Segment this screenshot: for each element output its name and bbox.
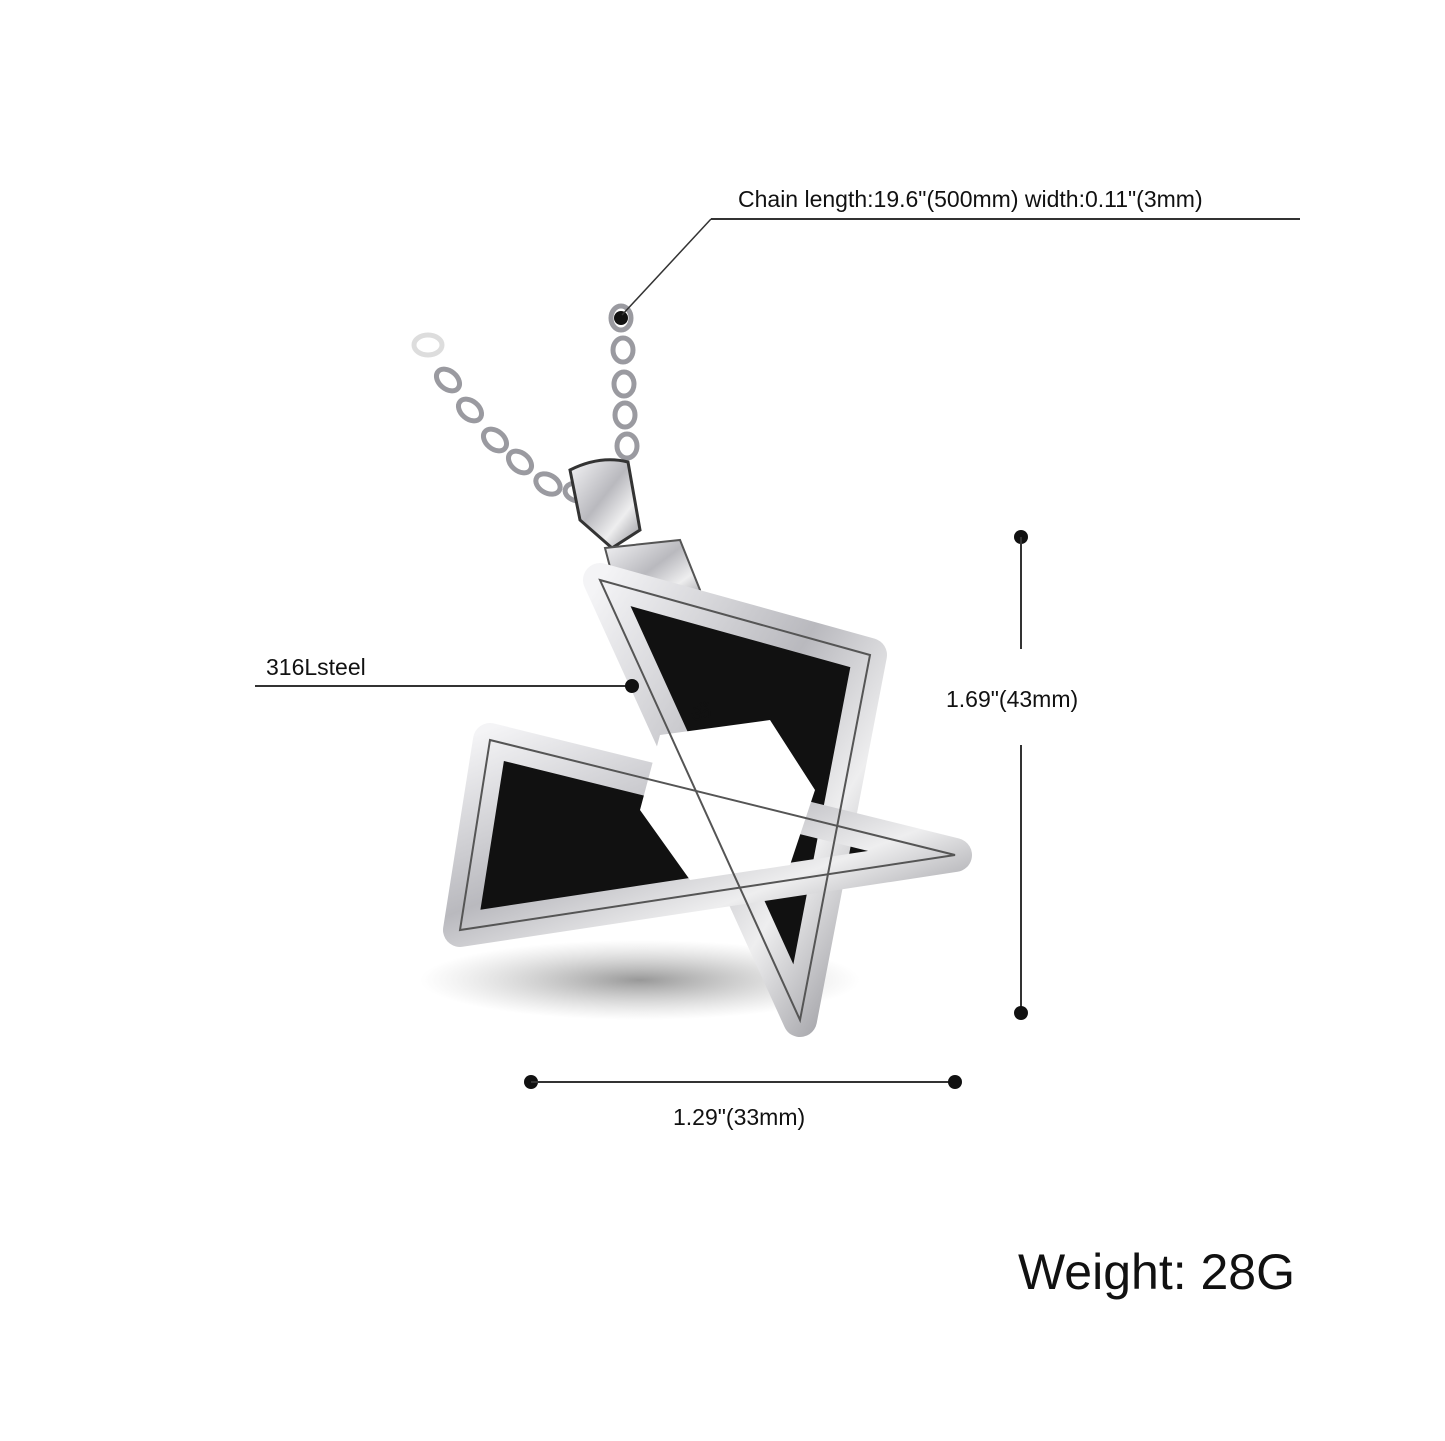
material-callout-line xyxy=(255,685,630,687)
star-pendant-icon: ॐ xyxy=(443,563,972,1037)
height-line-bottom xyxy=(1020,745,1022,1013)
svg-text:ॐ: ॐ xyxy=(690,700,712,728)
material-callout-dot xyxy=(625,679,639,693)
chain-callout-dot xyxy=(614,311,628,325)
height-label: 1.69"(43mm) xyxy=(946,686,1079,712)
width-line xyxy=(531,1081,955,1083)
width-right-dot xyxy=(948,1075,962,1089)
material-label: 316Lsteel xyxy=(266,654,366,680)
pendant-shadow xyxy=(420,940,860,1020)
height-bottom-dot xyxy=(1014,1006,1028,1020)
weight-label: Weight: 28G xyxy=(1018,1244,1296,1300)
height-line-top xyxy=(1020,537,1022,649)
width-label: 1.29"(33mm) xyxy=(673,1104,806,1130)
chain-length-label: Chain length:19.6"(500mm) width:0.11"(3m… xyxy=(738,186,1203,212)
chain-callout-line xyxy=(711,218,1300,220)
bail-icon xyxy=(568,458,642,550)
